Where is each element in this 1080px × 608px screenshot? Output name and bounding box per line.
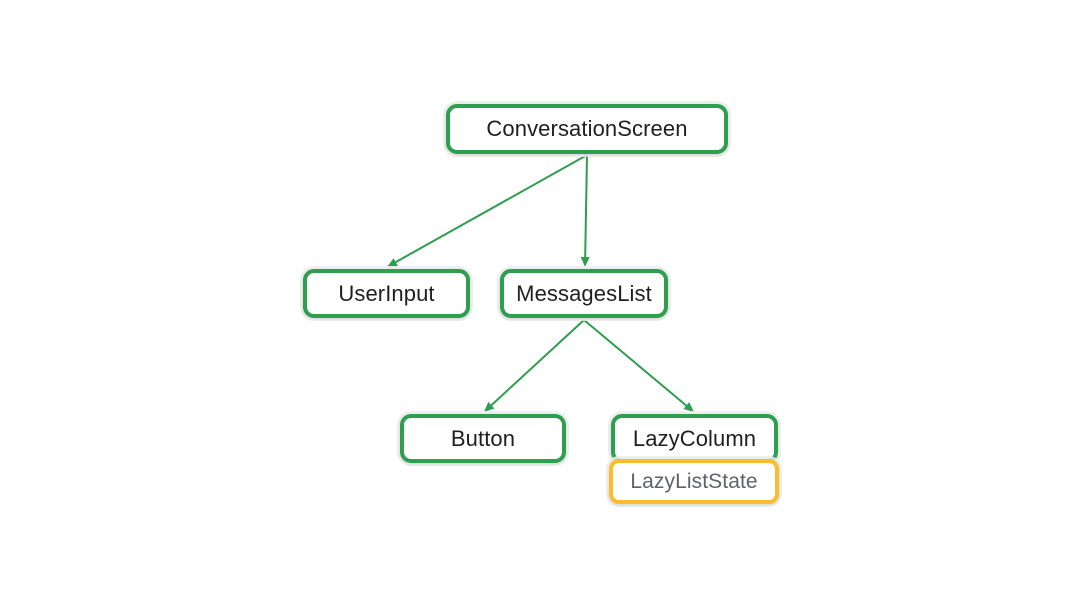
edge-conversation-userinput-line [395, 154, 588, 263]
node-messages-list[interactable]: MessagesList [500, 269, 668, 318]
node-conversation-screen[interactable]: ConversationScreen [446, 104, 728, 154]
node-button[interactable]: Button [400, 414, 566, 463]
edge-messageslist-button-arrowhead-icon [484, 401, 495, 412]
node-label-conversation-screen: ConversationScreen [486, 116, 688, 141]
node-label-button: Button [450, 425, 516, 451]
node-label-messages-list: MessagesList [516, 280, 652, 306]
edge-messageslist-lazycolumn [583, 319, 694, 412]
edge-conversation-messageslist-line [584, 154, 588, 258]
edge-messageslist-button [484, 319, 585, 412]
node-label-lazy-list-state: LazyListState [630, 470, 758, 493]
node-label-lazy-column: LazyColumn [632, 425, 757, 451]
node-lazy-list-state[interactable]: LazyListState [609, 459, 779, 504]
edge-messageslist-lazycolumn-arrowhead-icon [683, 402, 694, 412]
edge-conversation-userinput [387, 154, 588, 267]
edge-conversation-messageslist-arrowhead-icon [580, 256, 590, 267]
node-label-user-input: UserInput [338, 280, 435, 306]
edge-conversation-userinput-arrowhead-icon [387, 258, 398, 267]
edge-messageslist-lazycolumn-line [583, 319, 687, 407]
node-user-input[interactable]: UserInput [303, 269, 470, 318]
node-lazy-column[interactable]: LazyColumn [611, 414, 778, 463]
edge-conversation-messageslist [580, 154, 590, 267]
edge-messageslist-button-line [490, 319, 585, 406]
